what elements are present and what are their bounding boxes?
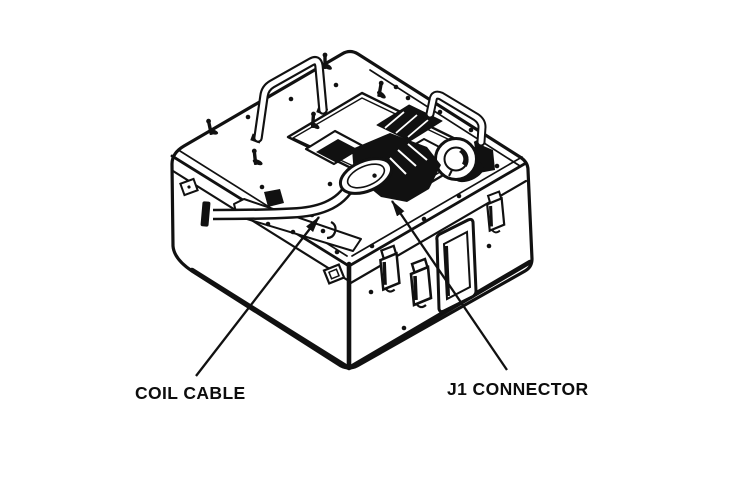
lid-seam-left xyxy=(171,169,351,283)
latch xyxy=(378,244,402,294)
leader-line-coil-cable xyxy=(195,216,320,377)
latch xyxy=(485,190,506,234)
j1-connector-label: J1 CONNECTOR xyxy=(447,379,589,399)
side-plate-front xyxy=(322,263,346,285)
carry-handle-right xyxy=(421,90,487,148)
panel-knob xyxy=(434,137,495,183)
coil-cable xyxy=(200,181,357,240)
callout-leaders xyxy=(195,200,508,377)
leader-line-j1-connector xyxy=(391,200,508,371)
recessed-side-handle xyxy=(435,217,478,314)
coil-cable-label: COIL CABLE xyxy=(135,383,246,403)
side-plate-left xyxy=(179,177,199,197)
carry-handle-left xyxy=(250,55,329,144)
latch xyxy=(409,257,433,309)
cable-end-tip xyxy=(200,201,211,227)
rivet-dots xyxy=(245,82,500,331)
